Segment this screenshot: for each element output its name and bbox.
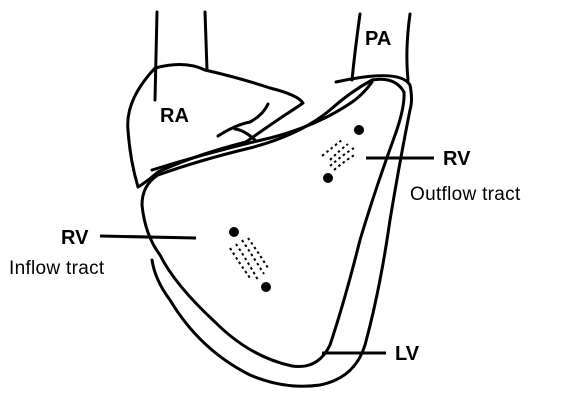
outflow-valve-dot-bottom [323, 173, 333, 183]
superior-vena-cava [155, 12, 207, 100]
inflow-valve [229, 227, 271, 292]
rv-inflow-leader [100, 236, 196, 238]
label-pa: PA [365, 28, 391, 50]
label-inflow-tract: Inflow tract [9, 258, 105, 279]
label-rv-outflow: RV [443, 148, 471, 170]
label-rv-inflow: RV [61, 227, 89, 249]
outflow-valve [322, 125, 364, 183]
label-outflow-tract: Outflow tract [410, 184, 521, 205]
label-ra: RA [160, 105, 189, 127]
inflow-valve-dot-bottom [261, 282, 271, 292]
inflow-valve-dot-top [229, 227, 239, 237]
label-lv: LV [395, 343, 420, 365]
right-atrium-marks [218, 104, 268, 140]
outflow-valve-dot-top [354, 125, 364, 135]
outer-heart-outline [152, 76, 412, 387]
